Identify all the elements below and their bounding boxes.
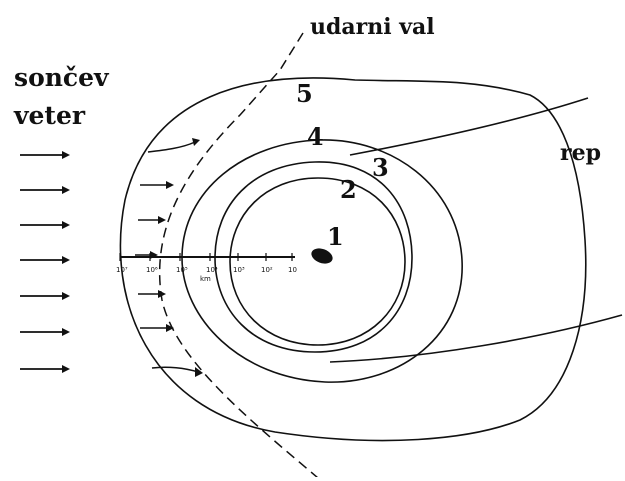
bow-shock-label: udarni val <box>310 14 435 40</box>
wind-arrow <box>20 256 70 264</box>
scale-tick-label: 10⁵ <box>176 266 188 274</box>
boundary-4 <box>181 139 463 383</box>
sheath-flow-arrows <box>135 138 203 377</box>
bow-shock-line <box>158 32 319 479</box>
wind-arrow <box>20 292 70 300</box>
wind-arrow <box>20 151 70 159</box>
scale-tick-label: 10⁴ <box>206 266 218 274</box>
flow-arrow <box>140 324 174 332</box>
outer-boundary-5 <box>119 77 587 442</box>
scale-tick-label: 10² <box>261 266 273 274</box>
scale-tick-label: 10⁷ <box>116 266 128 274</box>
zone-label-5: 5 <box>296 79 313 108</box>
zone-label-4: 4 <box>307 122 324 151</box>
flow-arrow <box>140 181 174 189</box>
flow-arrow <box>147 138 200 153</box>
solar-wind-label-line2: veter <box>13 101 86 130</box>
tail-line-lower <box>329 314 623 363</box>
flow-arrow <box>151 366 203 377</box>
wind-arrow <box>20 365 70 373</box>
flow-arrow <box>138 216 166 224</box>
scale-tick-label: 10³ <box>233 266 245 274</box>
wind-arrow <box>20 328 70 336</box>
scale-tick-label: 10 <box>288 266 297 274</box>
solar-wind-arrows <box>20 151 70 373</box>
boundary-2 <box>229 177 406 346</box>
zone-label-3: 3 <box>372 153 389 182</box>
scale-unit-label: km <box>200 275 211 283</box>
scale-tick-label: 10⁶ <box>146 266 158 274</box>
wind-arrow <box>20 221 70 229</box>
flow-arrow <box>138 290 166 298</box>
scale-bar: 10⁷ 10⁶ 10⁵ 10⁴ 10³ 10² 10 km <box>116 253 297 283</box>
zone-label-2: 2 <box>340 175 357 204</box>
zone-label-1: 1 <box>327 222 344 251</box>
central-body <box>311 248 333 264</box>
wind-arrow <box>20 186 70 194</box>
solar-wind-label-line1: sončev <box>14 63 110 92</box>
tail-line-upper <box>349 97 589 156</box>
boundary-3 <box>214 161 413 353</box>
tail-label: rep <box>560 140 601 166</box>
